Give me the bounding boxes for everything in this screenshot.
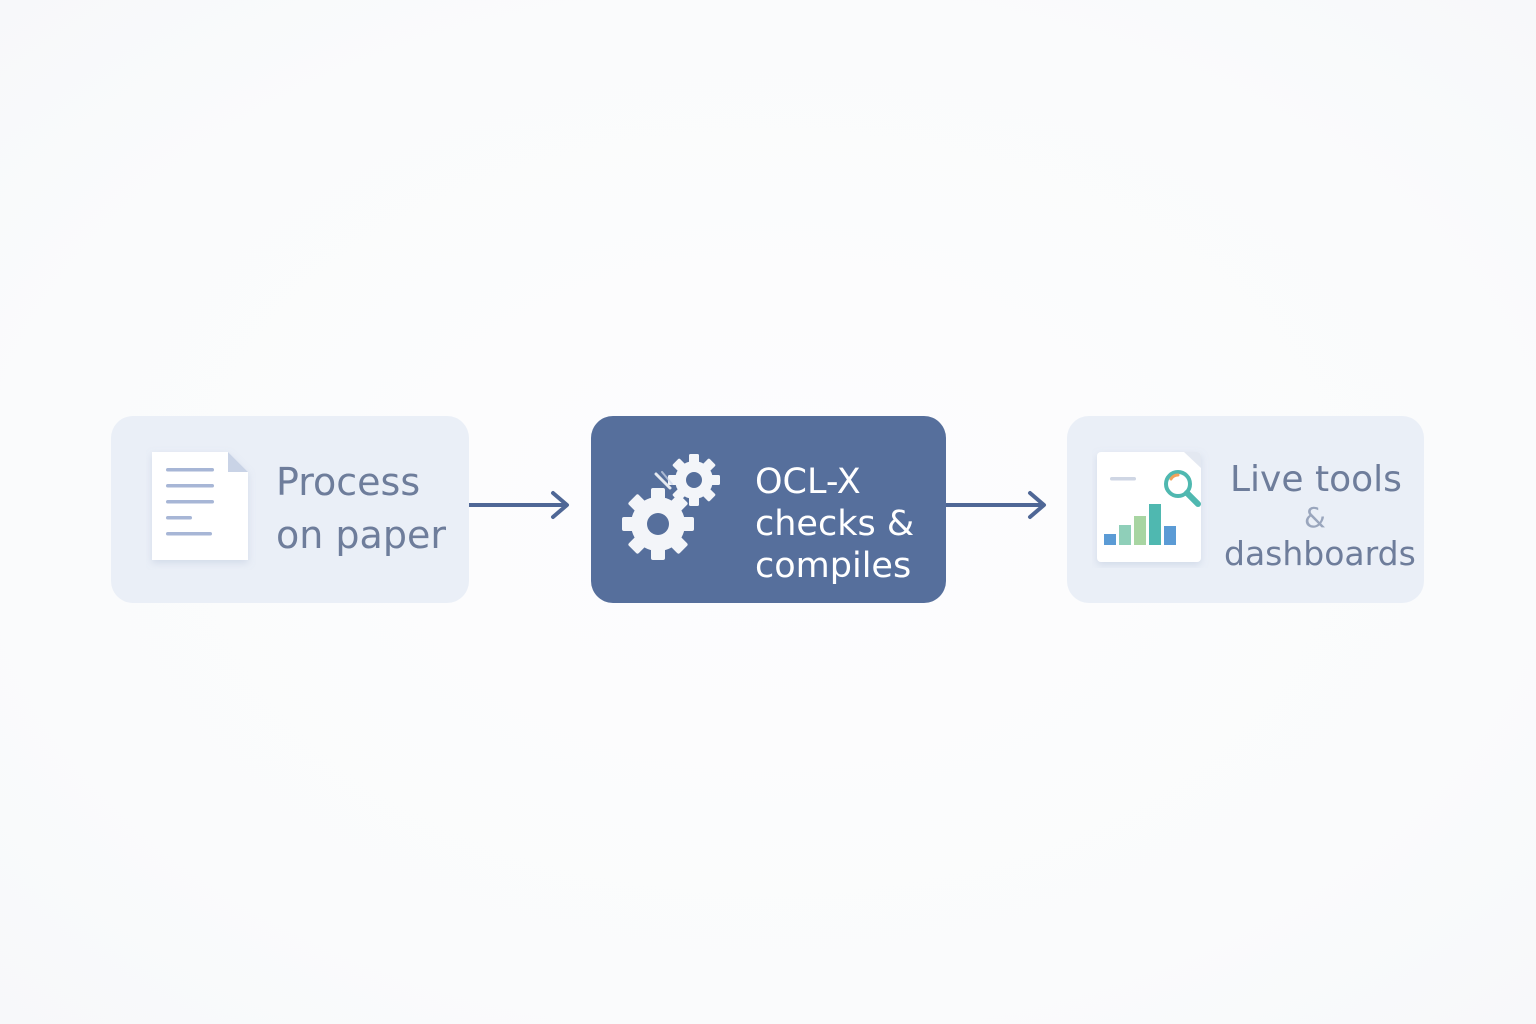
step-compile-line-3: compiles	[755, 546, 912, 586]
arrow-right-icon	[469, 491, 569, 519]
document-icon	[152, 452, 248, 560]
step-dashboard-line-1: Live tools	[1230, 459, 1402, 500]
step-paper-line-2: on paper	[276, 513, 446, 557]
step-paper-line-1: Process	[276, 460, 421, 504]
step-compile-line-2: checks &	[755, 504, 915, 544]
step-dashboard-line-3: dashboards	[1224, 534, 1416, 573]
arrow-right-icon	[946, 491, 1046, 519]
step-dashboard-line-2: &	[1304, 501, 1326, 534]
step-compile-label: OCL-X checks & compiles	[755, 461, 914, 587]
gears-icon	[622, 454, 720, 560]
step-paper-label: Process on paper	[276, 456, 446, 562]
dashboard-chart-icon	[1097, 452, 1201, 562]
step-compile-line-1: OCL-X	[755, 462, 861, 502]
